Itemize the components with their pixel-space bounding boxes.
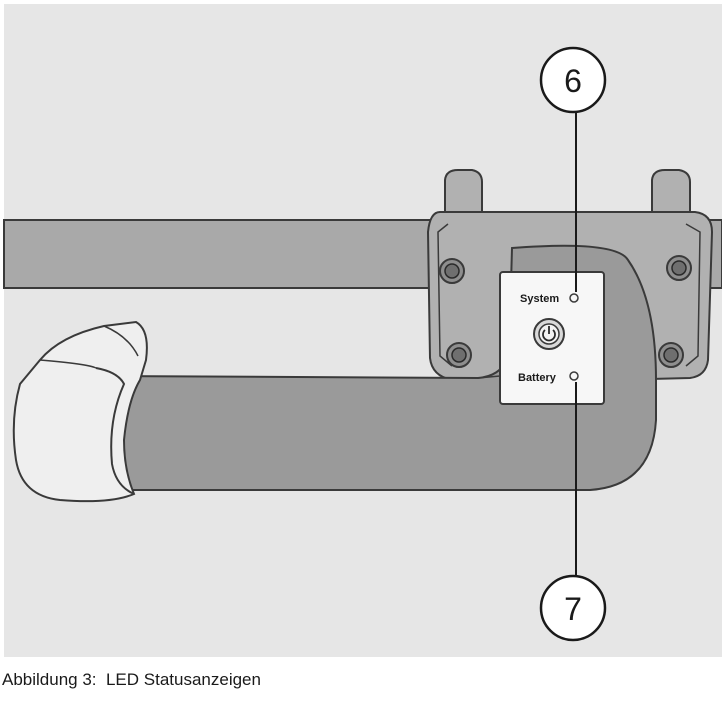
grip-cap bbox=[12, 320, 148, 503]
figure-caption: Abbildung 3: LED Statusanzeigen bbox=[2, 670, 261, 689]
grip-cap-rim bbox=[95, 367, 135, 495]
callout-7-circle bbox=[539, 574, 607, 642]
callout-6-number: 6 bbox=[564, 63, 582, 99]
system-led bbox=[569, 293, 579, 303]
clamp-lug-right bbox=[651, 169, 691, 217]
u-handle-inner bbox=[477, 375, 501, 379]
screw-top-left bbox=[439, 258, 465, 284]
callout-7-number: 7 bbox=[564, 591, 582, 627]
screw-bottom-left bbox=[446, 342, 472, 368]
callout-6-circle bbox=[539, 46, 607, 114]
clamp-inner-edge bbox=[437, 223, 701, 367]
screw-bottom-right bbox=[658, 342, 684, 368]
system-label: System bbox=[520, 293, 559, 305]
grip-cap-top bbox=[39, 325, 139, 369]
power-icon bbox=[542, 326, 556, 342]
clamp-lug-left bbox=[444, 169, 483, 217]
battery-label: Battery bbox=[518, 372, 557, 384]
power-button bbox=[533, 318, 565, 350]
screw-top-right bbox=[666, 255, 692, 281]
battery-led bbox=[569, 371, 579, 381]
